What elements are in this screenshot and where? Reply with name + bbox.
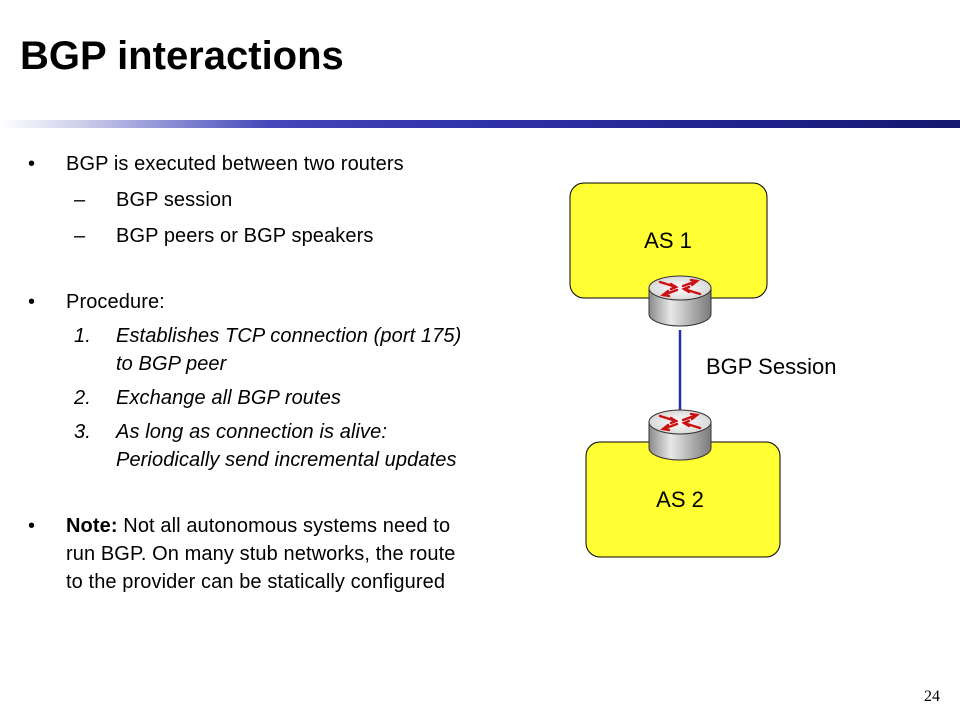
bullet-note: • Note: Not all autonomous systems need … <box>28 512 548 596</box>
step-text-line: Establishes TCP connection (port 175) <box>116 325 462 347</box>
step-text-line: As long as connection is alive: <box>116 421 388 443</box>
bgp-session-label: BGP Session <box>706 354 836 379</box>
bullet-text: BGP is executed between two routers <box>66 153 404 175</box>
procedure-steps: 1. Establishes TCP connection (port 175)… <box>28 322 548 474</box>
step-text-line: Periodically send incremental updates <box>116 449 457 471</box>
note-text-line: run BGP. On many stub networks, the rout… <box>66 543 456 565</box>
router-icon <box>648 409 712 461</box>
dash-marker: – <box>74 225 86 247</box>
step-text-line: to BGP peer <box>116 353 227 375</box>
step-number: 1. <box>74 325 91 347</box>
sub-bullet-bgp-session: – BGP session <box>28 186 548 214</box>
title-underline-bar <box>0 120 960 128</box>
sub-bullet-bgp-peers: – BGP peers or BGP speakers <box>28 222 548 250</box>
slide-number: 24 <box>924 688 940 705</box>
as1-label: AS 1 <box>644 228 692 253</box>
bullet-list: • BGP is executed between two routers – … <box>28 150 548 596</box>
as2-label: AS 2 <box>656 487 704 512</box>
dash-marker: – <box>74 189 86 211</box>
step-number: 3. <box>74 421 91 443</box>
sub-bullet-text: BGP peers or BGP speakers <box>116 225 374 247</box>
procedure-step-3: 3. As long as connection is alive: Perio… <box>28 418 548 474</box>
step-text-line: Exchange all BGP routes <box>116 387 342 409</box>
bgp-session-diagram: AS 1 AS 2 BGP Session <box>569 182 836 558</box>
step-number: 2. <box>74 387 91 409</box>
bullet-bgp-executed: • BGP is executed between two routers <box>28 150 548 178</box>
bullet-procedure: • Procedure: <box>28 288 548 316</box>
procedure-step-2: 2. Exchange all BGP routes <box>28 384 548 412</box>
bullet-text: Procedure: <box>66 291 165 313</box>
note-label: Note: <box>66 515 118 537</box>
bullet-marker: • <box>28 153 36 175</box>
router-icon <box>648 275 712 327</box>
sub-bullet-text: BGP session <box>116 189 233 211</box>
bullet-marker: • <box>28 515 36 537</box>
note-text-line: to the provider can be statically config… <box>66 571 446 593</box>
procedure-step-1: 1. Establishes TCP connection (port 175)… <box>28 322 548 378</box>
bullet-marker: • <box>28 291 36 313</box>
slide-title: BGP interactions <box>20 34 344 78</box>
note-text-line: Not all autonomous systems need to <box>123 515 451 537</box>
